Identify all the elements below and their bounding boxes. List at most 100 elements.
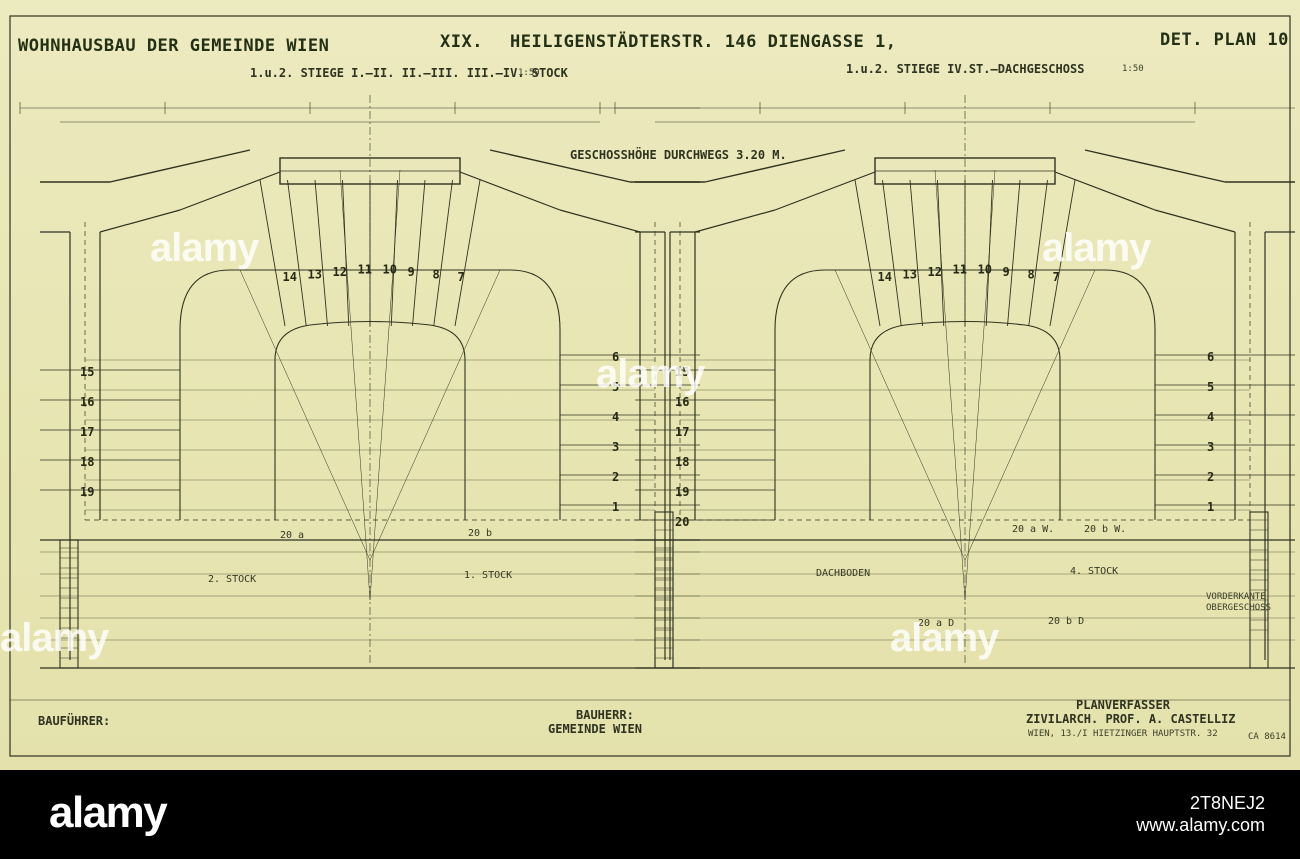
left-stair-tread-line — [287, 179, 307, 327]
watermark-2: alamy — [1042, 226, 1151, 270]
author-label: PLANVERFASSER — [1076, 698, 1170, 712]
right-stair-step-number: 8 — [1028, 267, 1035, 281]
right-stair-step-number: 6 — [1207, 350, 1214, 364]
sheet-title: WOHNHAUSBAU DER GEMEINDE WIEN — [18, 36, 330, 56]
right-stair-step-number: 2 — [1207, 470, 1214, 484]
right-stair-step-number: 7 — [1053, 270, 1060, 284]
right-stair-step-number: 19 — [675, 485, 689, 499]
left-stair-step-number: 2 — [612, 470, 619, 484]
right-landing-d-b: 20 b D — [1048, 616, 1085, 627]
client-label: BAUHERR: — [576, 708, 634, 722]
right-stair-step-number: 13 — [903, 267, 917, 281]
right-stair-roof-line — [1084, 149, 1226, 183]
right-side-note: VORDERKANTE OBERGESCHOSS — [1206, 592, 1272, 613]
left-stair-step-number: 18 — [80, 455, 94, 469]
right-stair-step-number: 12 — [928, 265, 942, 279]
right-stair-step-number: 18 — [675, 455, 689, 469]
left-stair-step-number: 10 — [383, 262, 397, 276]
scale-right: 1:50 — [1122, 64, 1144, 74]
right-stair-step-number: 1 — [1207, 500, 1214, 514]
left-stair-tread-line — [454, 179, 481, 327]
left-stair-roof-line — [109, 149, 251, 183]
left-stair-step-number: 17 — [80, 425, 94, 439]
right-stair-step-number: 3 — [1207, 440, 1214, 454]
right-stair-outer-wall — [1154, 209, 1236, 233]
right-stair-tread-line — [1049, 179, 1076, 327]
right-stair-step-number: 14 — [878, 270, 892, 284]
left-stair-step-number: 11 — [358, 262, 372, 276]
right-stair-outer-wall — [694, 209, 776, 233]
left-stair-column-left — [59, 539, 79, 669]
watermark-5: alamy — [890, 616, 999, 660]
floor-height-note: GESCHOSSHÖHE DURCHWEGS 3.20 M. — [570, 148, 787, 162]
left-landing-b: 20 b — [468, 528, 493, 539]
left-stair-step-number: 1 — [612, 500, 619, 514]
right-stair-step-number: 9 — [1003, 265, 1010, 279]
right-stair-outer-wall — [1054, 171, 1156, 211]
right-stair-step-number: 17 — [675, 425, 689, 439]
right-stair-ray-line — [964, 269, 1096, 561]
right-stair-tread-line — [909, 179, 923, 327]
left-stair-ray-line — [239, 269, 371, 561]
left-stair-outer-wall — [559, 209, 641, 233]
plan-number: DET. PLAN 10 — [1160, 30, 1289, 50]
watermark-4: alamy — [0, 616, 109, 660]
right-stair-step-number: 4 — [1207, 410, 1214, 424]
alamy-logo: alamy — [49, 788, 168, 837]
left-floor-1: 1. STOCK — [464, 570, 513, 581]
right-stair-ray-line — [834, 269, 966, 561]
left-stair-ray-line — [339, 169, 371, 601]
left-stair-tread-line — [259, 179, 286, 327]
right-floor-4: 4. STOCK — [1070, 566, 1119, 577]
right-stair-tread-line — [1028, 179, 1048, 327]
right-stair-ray-line — [964, 169, 996, 601]
right-landing-b: 20 b W. — [1084, 524, 1127, 535]
site-url: www.alamy.com — [1136, 815, 1265, 835]
builder-label: BAUFÜHRER: — [38, 714, 111, 728]
image-id: 2T8NEJ2 — [1189, 793, 1265, 813]
sheet-border — [9, 15, 1291, 757]
left-stair-tread-line — [314, 179, 328, 327]
stock-footer: alamy 2T8NEJ2 www.alamy.com — [0, 770, 1300, 859]
author-name: ZIVILARCH. PROF. A. CASTELLIZ — [1026, 712, 1236, 726]
left-stair-step-number: 19 — [80, 485, 94, 499]
left-stair-step-number: 16 — [80, 395, 94, 409]
left-stair-step-number: 4 — [612, 410, 619, 424]
left-stair-outer-wall — [459, 171, 561, 211]
right-stair-step-number: 10 — [978, 262, 992, 276]
left-stair-step-number: 13 — [308, 267, 322, 281]
left-stair-step-number: 9 — [408, 265, 415, 279]
image-id-block: 2T8NEJ2 www.alamy.com — [1136, 792, 1265, 836]
scale-left: 1:50 — [518, 68, 540, 78]
right-stair-step-number: 5 — [1207, 380, 1214, 394]
right-stair-step-number: 15 — [675, 365, 689, 379]
right-stair-tread-line — [1007, 179, 1021, 327]
left-stair-tread-line — [433, 179, 453, 327]
watermark-3: alamy — [596, 352, 705, 396]
sheet-address: HEILIGENSTÄDTERSTR. 146 DIENGASSE 1, — [510, 32, 897, 52]
right-floor-attic: DACHBODEN — [816, 568, 871, 579]
right-stair-roof-line — [704, 149, 846, 183]
left-stair-roof-line — [489, 149, 631, 183]
left-stair-step-number: 12 — [333, 265, 347, 279]
left-stair-ray-line — [369, 169, 401, 601]
subtitle-right: 1.u.2. STIEGE IV.ST.–DACHGESCHOSS — [846, 62, 1085, 76]
left-stair-ray-line — [369, 269, 501, 561]
left-stair-step-number: 5 — [612, 380, 619, 394]
left-stair-step-number: 15 — [80, 365, 94, 379]
right-stair-outer-wall — [774, 171, 876, 211]
right-stair-tread-line — [882, 179, 902, 327]
left-stair-outer-wall — [179, 171, 281, 211]
left-stair-step-number: 3 — [612, 440, 619, 454]
left-stair-outer-wall — [99, 209, 181, 233]
watermark-1: alamy — [150, 226, 259, 270]
sheet-district: XIX. — [440, 32, 483, 52]
left-stair-tread-line — [412, 179, 426, 327]
right-stair-step-number: 11 — [953, 262, 967, 276]
left-floor-2: 2. STOCK — [208, 574, 257, 585]
right-landing-d-a: 20 a D — [918, 618, 955, 629]
right-landing-a: 20 a W. — [1012, 524, 1055, 535]
left-stair-step-number: 7 — [458, 270, 465, 284]
